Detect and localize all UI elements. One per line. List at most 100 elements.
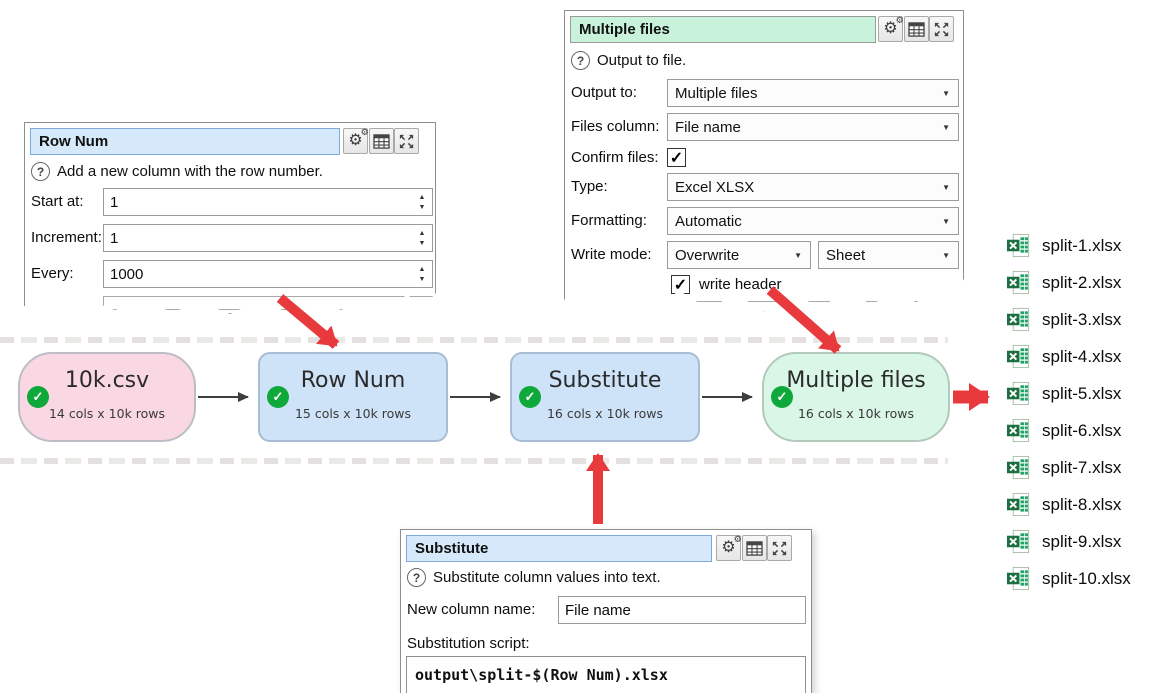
new-column-name-label: New column name: (407, 601, 536, 618)
output-file-item[interactable]: split-2.xlsx (1006, 264, 1131, 301)
new-column-name-input[interactable] (558, 596, 806, 624)
file-name: split-4.xlsx (1042, 346, 1122, 366)
table-view-button[interactable] (742, 535, 767, 561)
excel-file-icon (1006, 344, 1030, 369)
node-subtitle: 15 cols x 10k rows (294, 406, 412, 421)
file-name: split-6.xlsx (1042, 420, 1122, 440)
success-check-icon: ✓ (771, 386, 793, 408)
panel-title: Row Num (39, 133, 109, 150)
file-name: split-1.xlsx (1042, 235, 1122, 255)
output-file-item[interactable]: split-7.xlsx (1006, 449, 1131, 486)
start-at-label: Start at: (31, 193, 84, 210)
dropdown-arrow-icon: ▼ (942, 250, 950, 260)
dropdown-arrow-icon: ▼ (942, 122, 950, 132)
output-file-item[interactable]: split-8.xlsx (1006, 486, 1131, 523)
description-text: Add a new column with the row number. (57, 163, 323, 180)
start-at-input[interactable] (103, 188, 433, 216)
help-icon[interactable]: ? (407, 568, 426, 587)
write-header-label: write header (699, 276, 782, 293)
expand-button[interactable] (767, 535, 792, 561)
row-num-panel: Row Num ⚙⚙ ? Add a new column with the r… (24, 122, 436, 314)
formatting-select[interactable]: Automatic▼ (667, 207, 959, 235)
write-header-checkbox[interactable]: ✓ (671, 275, 690, 294)
spin-up-icon: ▲ (418, 265, 426, 273)
file-name: split-2.xlsx (1042, 272, 1122, 292)
settings-gear-button[interactable]: ⚙⚙ (878, 16, 904, 42)
dropdown-arrow-icon: ▼ (942, 182, 950, 192)
multiple-files-panel: Multiple files ⚙⚙ ? Output to file. Outp… (564, 10, 964, 312)
multiple-files-title-bar[interactable]: Multiple files (570, 16, 876, 43)
cropped-widget (667, 301, 959, 312)
multiple-files-description: ? Output to file. (571, 51, 686, 70)
row-num-title-bar[interactable]: Row Num (30, 128, 340, 155)
output-file-item[interactable]: split-1.xlsx (1006, 227, 1131, 264)
increment-label: Increment: (31, 229, 102, 246)
node-multiple-files[interactable]: ✓ Multiple files 16 cols x 10k rows (762, 352, 950, 442)
spin-down-icon: ▼ (418, 239, 426, 247)
every-spinner[interactable]: ▲▼ (413, 260, 431, 288)
node-title: Row Num (300, 368, 406, 393)
output-to-select[interactable]: Multiple files▼ (667, 79, 959, 107)
increment-spinner[interactable]: ▲▼ (413, 224, 431, 252)
output-to-label: Output to: (571, 84, 637, 101)
confirm-files-checkbox[interactable]: ✓ (667, 148, 686, 167)
file-name: split-5.xlsx (1042, 383, 1122, 403)
gear-icon: ⚙⚙ (721, 534, 742, 556)
expand-button[interactable] (929, 16, 954, 42)
panel-title: Multiple files (579, 21, 670, 38)
every-label: Every: (31, 265, 74, 282)
torn-edge-bottom (0, 458, 948, 464)
expand-icon (399, 134, 414, 148)
write-mode-select[interactable]: Overwrite▼ (667, 241, 811, 269)
file-name: split-10.xlsx (1042, 568, 1131, 588)
substitution-script-editor[interactable]: output\split-$(Row Num).xlsx (406, 656, 806, 693)
files-column-select[interactable]: File name▼ (667, 113, 959, 141)
start-at-spinner[interactable]: ▲▼ (413, 188, 431, 216)
table-icon (373, 133, 390, 149)
type-label: Type: (571, 178, 608, 195)
output-file-item[interactable]: split-3.xlsx (1006, 301, 1131, 338)
output-file-item[interactable]: split-9.xlsx (1006, 523, 1131, 560)
substitute-panel: Substitute ⚙⚙ ? Substitute column values… (400, 529, 812, 693)
cropped-widget (103, 296, 433, 310)
output-file-item[interactable]: split-4.xlsx (1006, 338, 1131, 375)
file-name: split-8.xlsx (1042, 494, 1122, 514)
node-subtitle: 14 cols x 10k rows (48, 406, 166, 421)
help-icon[interactable]: ? (31, 162, 50, 181)
substitution-script-label: Substitution script: (407, 635, 530, 652)
node-row-num[interactable]: ✓ Row Num 15 cols x 10k rows (258, 352, 448, 442)
output-file-list: split-1.xlsx split-2.xlsx (1006, 227, 1131, 597)
torn-edge-top (0, 337, 948, 343)
output-file-item[interactable]: split-5.xlsx (1006, 375, 1131, 412)
settings-gear-button[interactable]: ⚙⚙ (716, 534, 742, 561)
substitute-title-bar[interactable]: Substitute (406, 535, 712, 562)
sheet-mode-select[interactable]: Sheet▼ (818, 241, 959, 269)
panel-title: Substitute (415, 540, 489, 557)
excel-file-icon (1006, 492, 1030, 517)
success-check-icon: ✓ (27, 386, 49, 408)
file-name: split-9.xlsx (1042, 531, 1122, 551)
excel-file-icon (1006, 455, 1030, 480)
increment-input[interactable] (103, 224, 433, 252)
table-view-button[interactable] (369, 128, 394, 154)
help-icon[interactable]: ? (571, 51, 590, 70)
file-name: split-7.xlsx (1042, 457, 1122, 477)
confirm-files-label: Confirm files: (571, 149, 659, 166)
every-input[interactable] (103, 260, 433, 288)
dropdown-arrow-icon: ▼ (942, 88, 950, 98)
table-view-button[interactable] (904, 16, 929, 42)
excel-file-icon (1006, 270, 1030, 295)
success-check-icon: ✓ (519, 386, 541, 408)
node-substitute[interactable]: ✓ Substitute 16 cols x 10k rows (510, 352, 700, 442)
settings-gear-button[interactable]: ⚙⚙ (343, 128, 369, 154)
expand-button[interactable] (394, 128, 419, 154)
substitute-description: ? Substitute column values into text. (407, 568, 661, 587)
node-title: Substitute (548, 368, 662, 393)
node-subtitle: 16 cols x 10k rows (797, 406, 915, 421)
output-file-item[interactable]: split-10.xlsx (1006, 560, 1131, 597)
type-select[interactable]: Excel XLSX▼ (667, 173, 959, 201)
output-file-item[interactable]: split-6.xlsx (1006, 412, 1131, 449)
success-check-icon: ✓ (267, 386, 289, 408)
node-10k-csv[interactable]: ✓ 10k.csv 14 cols x 10k rows (18, 352, 196, 442)
spin-up-icon: ▲ (418, 229, 426, 237)
